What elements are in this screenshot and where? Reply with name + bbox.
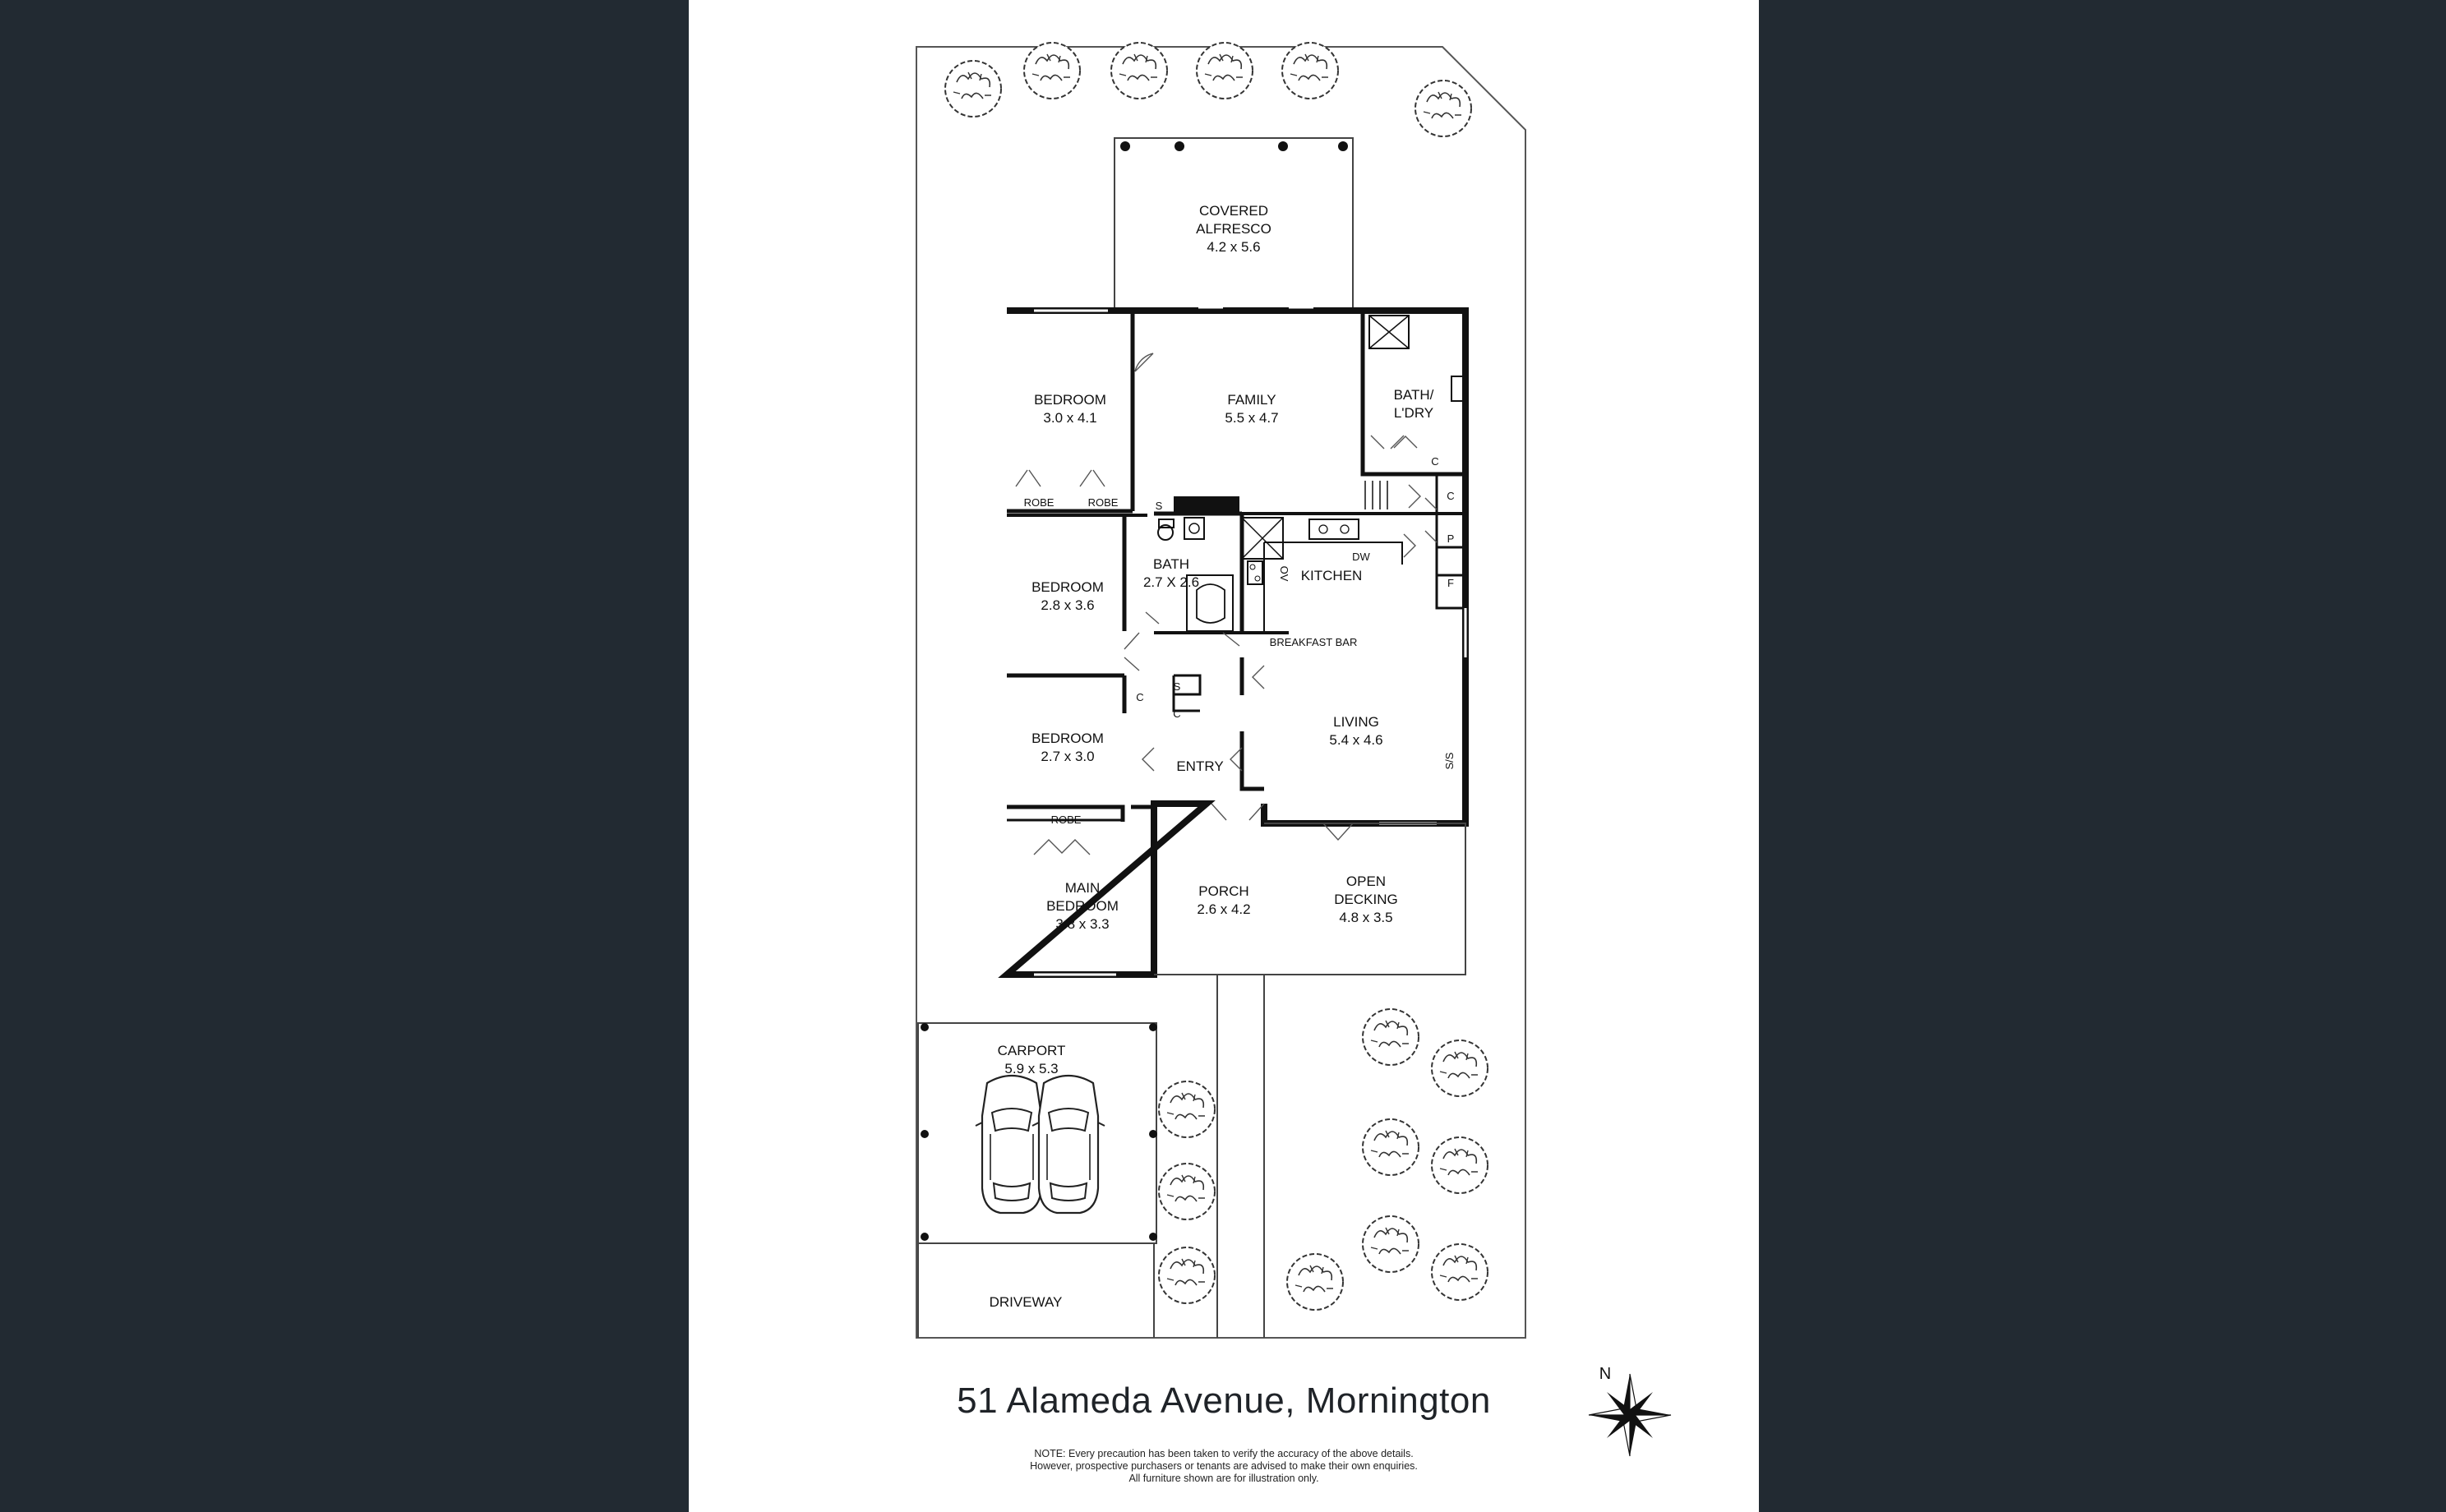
decking-size: 4.8 x 3.5	[1339, 910, 1392, 925]
driveway-label: DRIVEWAY	[990, 1294, 1063, 1310]
alfresco-label: COVERED	[1199, 203, 1268, 219]
breakfast-bar-label: BREAKFAST BAR	[1270, 636, 1358, 648]
disclaimer-line: All furniture shown are for illustration…	[1128, 1473, 1319, 1484]
decking-label: DECKING	[1334, 892, 1397, 907]
main-bedroom-label: MAIN	[1065, 880, 1101, 896]
shelf-label: S	[1156, 500, 1163, 512]
fridge-label: F	[1447, 577, 1454, 589]
compass-north-label: N	[1599, 1365, 1611, 1383]
bedroom-label: BEDROOM	[1034, 392, 1106, 408]
living-size: 5.4 x 4.6	[1329, 732, 1382, 748]
room-labels: COVERED ALFRESCO 4.2 x 5.6 BEDROOM 3.0 x…	[990, 203, 1434, 1310]
oven-label: OV	[1278, 566, 1290, 582]
carport-label: CARPORT	[998, 1043, 1066, 1058]
cupboard-label: C	[1173, 708, 1180, 720]
robe-label: ROBE	[1051, 814, 1082, 826]
alfresco-label: ALFRESCO	[1196, 221, 1271, 237]
bedroom-label: BEDROOM	[1031, 579, 1104, 595]
robe-label: ROBE	[1088, 496, 1119, 509]
carport-size: 5.9 x 5.3	[1004, 1061, 1058, 1076]
disclaimer-line: However, prospective purchasers or tenan…	[1030, 1460, 1418, 1472]
cupboard-label: C	[1431, 455, 1438, 468]
dishwasher-label: DW	[1352, 551, 1370, 563]
family-label: FAMILY	[1227, 392, 1276, 408]
disclaimer-line: NOTE: Every precaution has been taken to…	[1034, 1448, 1414, 1459]
car-icon	[974, 1074, 1050, 1215]
lot-boundary	[916, 46, 1526, 1339]
fixture-labels: ROBE ROBE ROBE S S C C C C P F DW OV BRE…	[1024, 455, 1456, 826]
disclaimer: NOTE: Every precaution has been taken to…	[689, 1448, 1759, 1485]
bath-laundry-label: L'DRY	[1394, 405, 1433, 421]
door-swings	[1015, 353, 1438, 855]
entry-label: ENTRY	[1176, 758, 1223, 774]
bath-size: 2.7 X 2.6	[1143, 574, 1199, 590]
main-bedroom-size: 3.8 x 3.3	[1055, 916, 1109, 932]
bench-block	[1174, 496, 1239, 513]
family-size: 5.5 x 4.7	[1225, 410, 1278, 426]
bedroom-label: BEDROOM	[1031, 731, 1104, 746]
cupboard-label: C	[1447, 490, 1454, 502]
cupboard-label: C	[1136, 691, 1143, 703]
bath-laundry-label: BATH/	[1394, 387, 1434, 403]
bedroom-size: 2.8 x 3.6	[1041, 597, 1094, 613]
porch-size: 2.6 x 4.2	[1197, 901, 1250, 917]
pantry-label: P	[1447, 532, 1455, 545]
main-bedroom-label: BEDROOM	[1046, 898, 1119, 914]
porch-label: PORCH	[1198, 883, 1248, 899]
floor-plan-sheet: COVERED ALFRESCO 4.2 x 5.6 BEDROOM 3.0 x…	[689, 0, 1759, 1512]
house-walls	[998, 306, 1469, 978]
kitchen-label: KITCHEN	[1301, 568, 1363, 583]
robe-label: ROBE	[1024, 496, 1055, 509]
sliding-door-label: S/S	[1443, 752, 1456, 769]
bedroom-size: 2.7 x 3.0	[1041, 749, 1094, 764]
alfresco-size: 4.2 x 5.6	[1207, 239, 1260, 255]
compass-rose-icon: N	[1588, 1365, 1672, 1457]
floor-plan: COVERED ALFRESCO 4.2 x 5.6 BEDROOM 3.0 x…	[916, 42, 1672, 1457]
living-label: LIVING	[1333, 714, 1379, 730]
bath-label: BATH	[1153, 556, 1189, 572]
decking-label: OPEN	[1346, 874, 1386, 889]
property-address: 51 Alameda Avenue, Mornington	[957, 1381, 1491, 1421]
car-icon	[1031, 1074, 1106, 1215]
shelf-label: S	[1174, 680, 1181, 693]
bedroom-size: 3.0 x 4.1	[1043, 410, 1096, 426]
outdoor-areas	[1154, 823, 1466, 1338]
carport-area	[917, 1022, 1157, 1338]
